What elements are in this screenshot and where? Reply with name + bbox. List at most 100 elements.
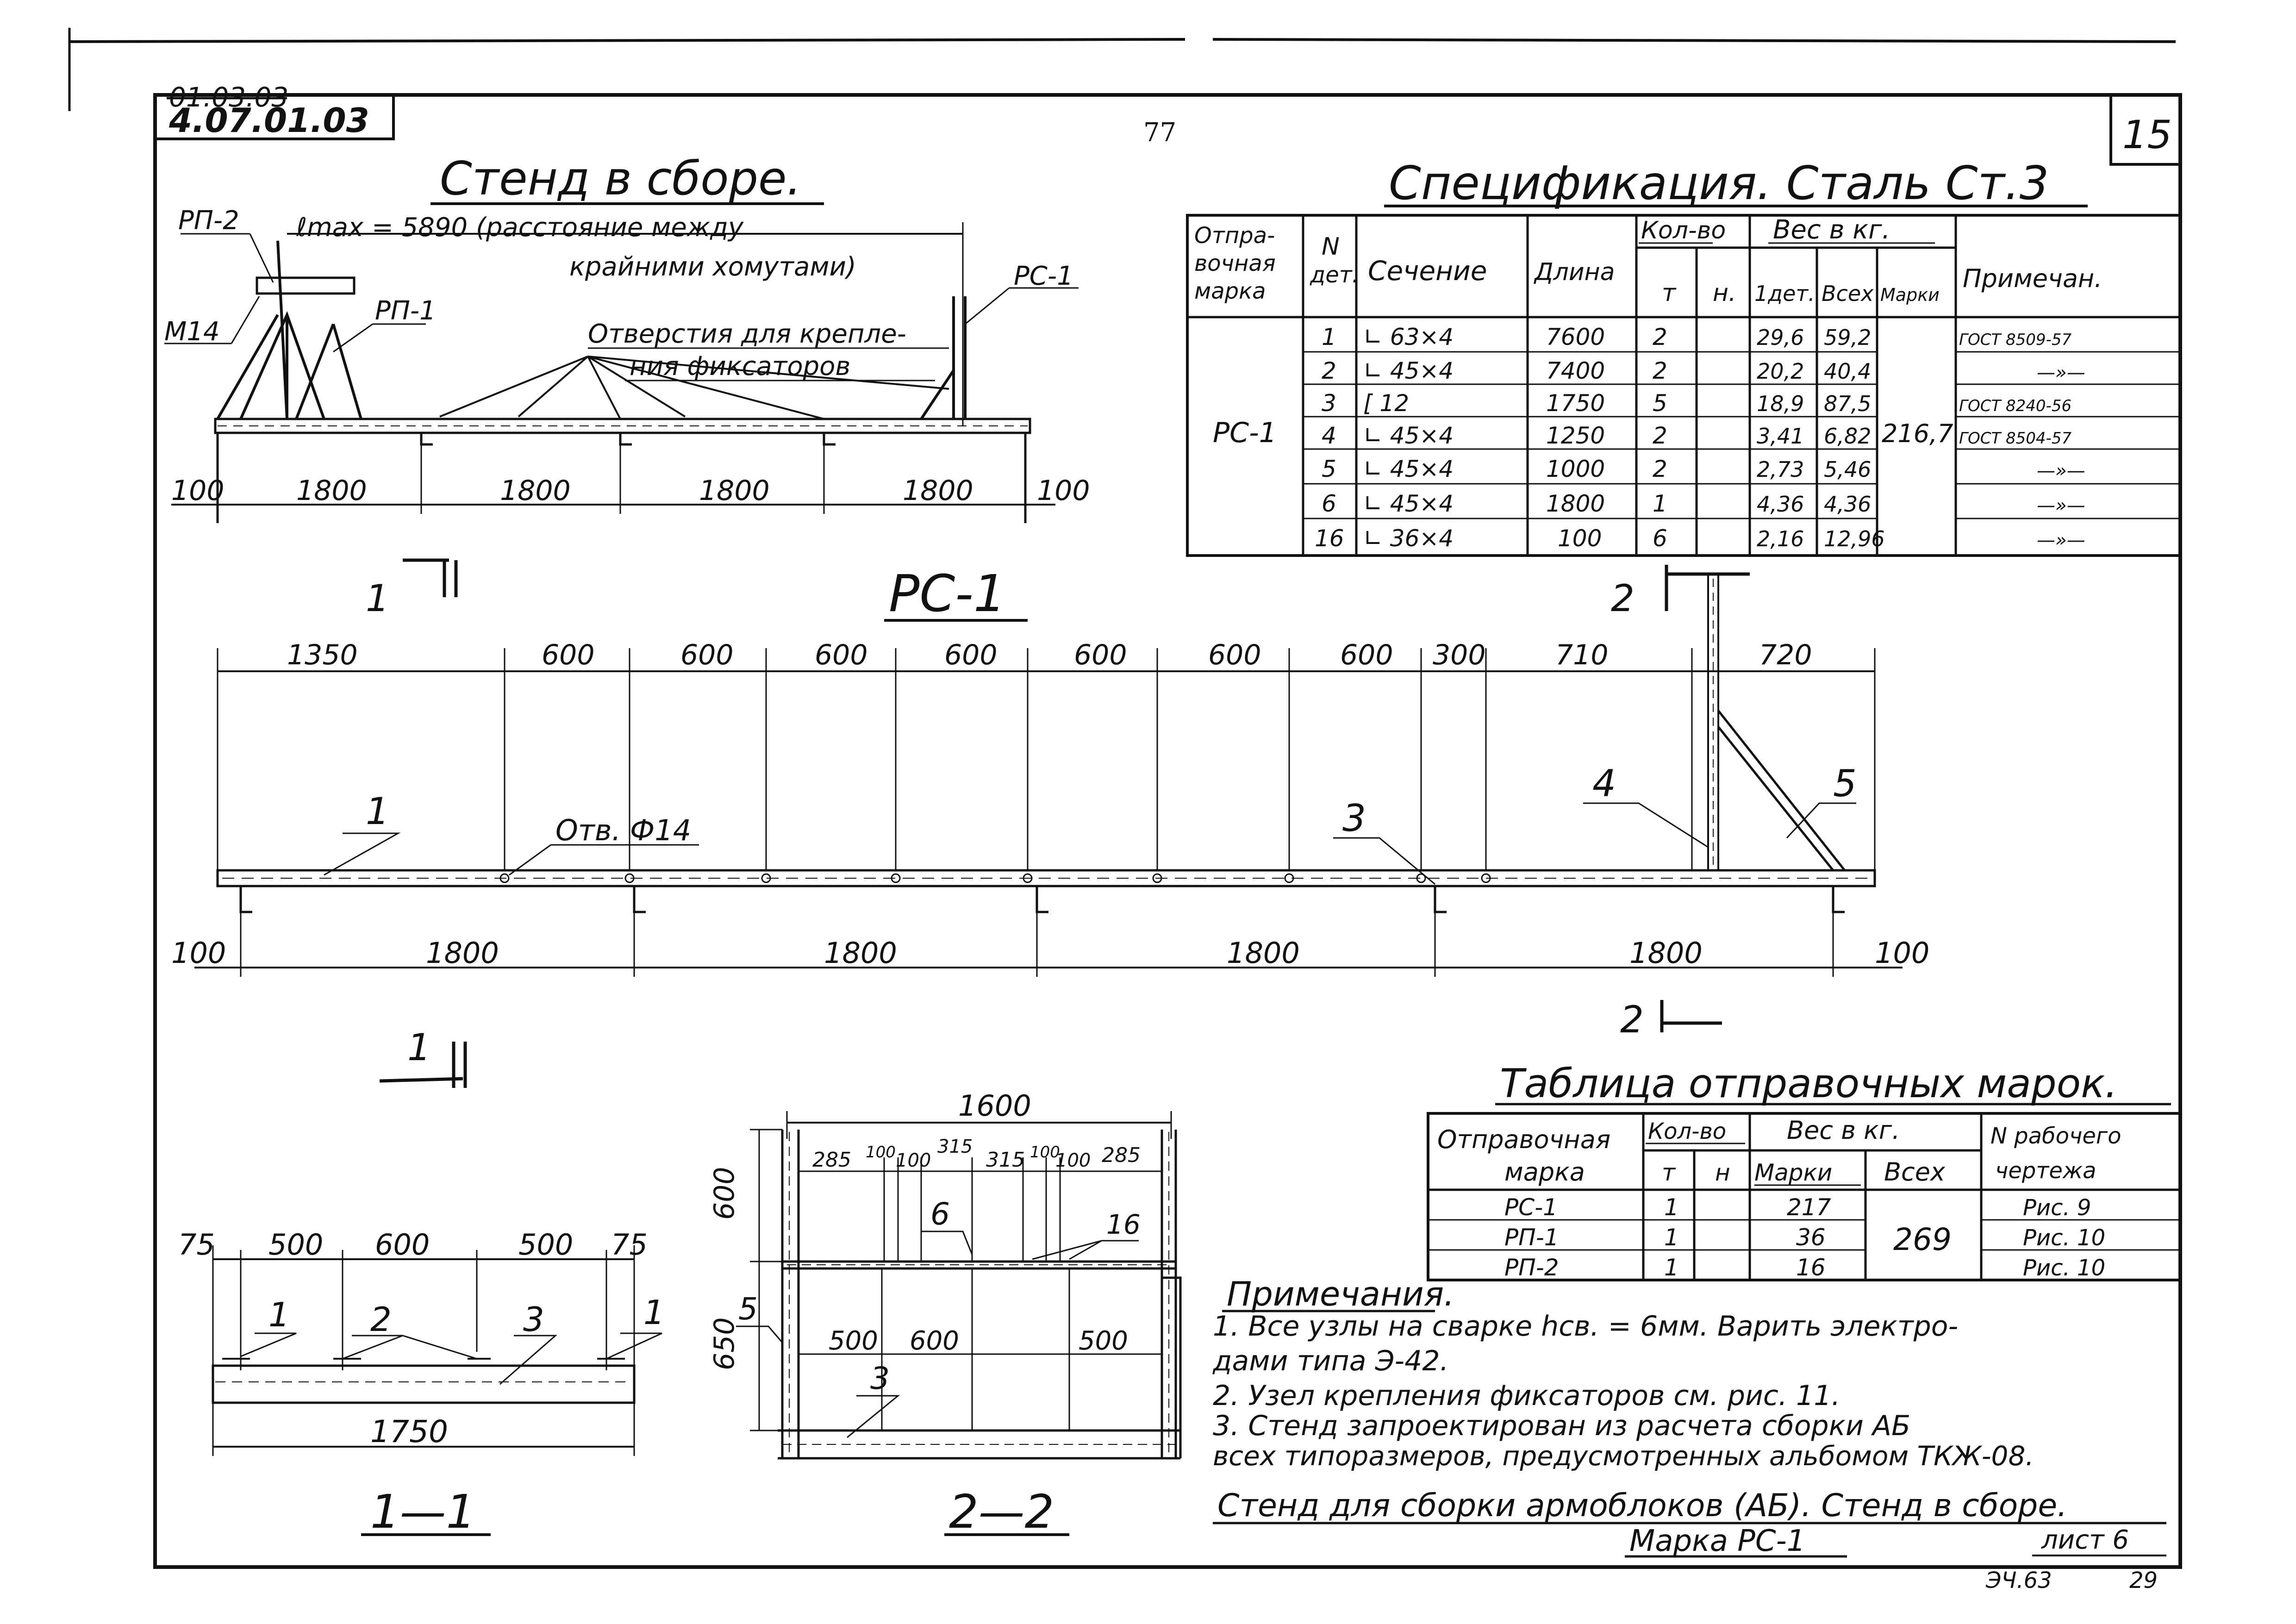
rs1-bottom-dim-2: 1800 (426, 936, 499, 970)
rs1-top-dim-2: 600 (542, 639, 595, 671)
spec-cell-wall: 4,36 (1824, 492, 1871, 517)
spec-row: 3 [ 12 1750 5 18,9 87,5 ГОСТ 8240-56 (1322, 390, 2071, 417)
sheet-number-box: 15 (2109, 94, 2182, 166)
marks-table: Таблица отправочных марок. Отправочная м… (1427, 1061, 2182, 1281)
rs1-view: РС-1 1 2 1350 600 600 600 600 600 600 60… (171, 558, 1929, 1088)
spec-cell-t: 2 (1653, 324, 1667, 350)
label-rp2: РП-2 (178, 206, 239, 236)
spec-h-det-1: N (1322, 233, 1340, 261)
marks-row: РС-1 1 217 Рис. 9 (1504, 1194, 2091, 1221)
spec-cell-section: ∟ 45×4 (1363, 422, 1454, 449)
marks-cell-w: 217 (1787, 1194, 1831, 1221)
s22-small-dim-6: 100 (1030, 1143, 1060, 1162)
marks-cell-t: 1 (1664, 1194, 1679, 1221)
s11-callout-3: 3 (523, 1300, 544, 1339)
rs1-top-dim-11: 720 (1759, 639, 1812, 671)
spec-row: 16 ∟ 36×4 100 6 2,16 12,96 —»— (1315, 525, 2085, 552)
spec-cell-note: —»— (2037, 460, 2085, 481)
rs1-bottom-dim-1: 100 (171, 936, 226, 970)
lmax-text-1: ℓmax = 5890 (расстояние между (296, 212, 744, 243)
spec-cell-note: ГОСТ 8509-57 (1959, 331, 2071, 349)
spec-h-length: Длина (1534, 258, 1615, 286)
rs1-top-dim-9: 300 (1433, 639, 1486, 671)
spec-cell-n: 6 (1322, 490, 1336, 517)
spec-cell-note: —»— (2037, 495, 2085, 516)
title-block: Стенд для сборки армоблоков (АБ). Стенд … (1213, 1487, 2166, 1593)
s11-callout-2: 2 (370, 1300, 392, 1339)
spec-h-mark-3: марка (1194, 278, 1266, 304)
spec-h-qty-t: т (1662, 279, 1677, 307)
s11-top-dim-1: 75 (178, 1228, 215, 1262)
s11-top-dim-4: 500 (518, 1228, 573, 1262)
s22-mid-dim-2: 600 (910, 1326, 959, 1356)
spec-cell-section: ∟ 36×4 (1363, 525, 1454, 552)
spec-cell-t: 6 (1653, 525, 1667, 552)
rs1-bottom-dim-5: 1800 (1629, 936, 1703, 970)
s22-small-dim-4: 315 (937, 1136, 973, 1157)
s11-callout-1b: 1 (643, 1293, 665, 1332)
spec-h-w-mark: Марки (1880, 285, 1940, 305)
spec-cell-t: 2 (1653, 357, 1667, 384)
spec-cell-wall: 59,2 (1824, 325, 1871, 350)
marks-h-drawing-1: N рабочего (1990, 1123, 2121, 1149)
spec-cell-n: 1 (1322, 324, 1336, 350)
spec-cell-length: 100 (1558, 525, 1602, 552)
spec-cell-w1: 2,16 (1757, 526, 1804, 551)
marks-total: 269 (1893, 1222, 1952, 1257)
spec-h-section: Сечение (1368, 255, 1487, 287)
spec-cell-note: ГОСТ 8504-57 (1959, 429, 2071, 448)
notes-line-3: 2. Узел крепления фиксаторов см. рис. 11… (1213, 1380, 1840, 1412)
s11-title: 1—1 (370, 1485, 475, 1539)
drawing-frame (153, 93, 2182, 1569)
rs1-bottom-dim-3: 1800 (824, 936, 897, 970)
assembly-title: Стенд в сборе. (440, 151, 801, 206)
rs1-callout-1: 1 (366, 790, 389, 833)
spec-title: Спецификация. Сталь Ст.3 (1389, 156, 2049, 210)
footer-code: ЭЧ.63 (1985, 1568, 2052, 1593)
spec-cell-note: —»— (2037, 362, 2085, 383)
marks-h-mark-1: Отправочная (1437, 1125, 1610, 1154)
lmax-text-2: крайними хомутами) (569, 252, 856, 282)
rs1-top-dim-7: 600 (1208, 639, 1261, 671)
spec-cell-length: 1000 (1546, 456, 1605, 482)
spec-cell-length: 7600 (1546, 324, 1605, 350)
spec-cell-w1: 4,36 (1757, 492, 1804, 517)
label-rs1: РС-1 (1014, 261, 1073, 291)
title-line-1: Стенд для сборки армоблоков (АБ). Стенд … (1217, 1487, 2067, 1524)
spec-cell-length: 1250 (1546, 422, 1605, 449)
spec-mark-weight: 216,7 (1882, 419, 1953, 448)
sheet-code-box: 01.03.03 4.07.01.03 (155, 81, 395, 140)
spec-cell-section: ∟ 45×4 (1363, 456, 1454, 482)
section-mark-1-bottom: 1 (407, 1026, 431, 1069)
spec-cell-t: 2 (1653, 422, 1667, 449)
spec-cell-note: —»— (2037, 530, 2085, 551)
rs1-title: РС-1 (889, 564, 1006, 623)
spec-cell-n: 5 (1322, 456, 1336, 482)
spec-cell-length: 7400 (1546, 357, 1605, 384)
section-mark-2-bottom: 2 (1620, 998, 1644, 1041)
label-rp1: РП-1 (375, 296, 436, 326)
s22-title: 2—2 (949, 1485, 1054, 1539)
spec-row: 5 ∟ 45×4 1000 2 2,73 5,46 —»— (1322, 456, 2085, 482)
spec-cell-n: 2 (1322, 357, 1336, 384)
rs1-top-dim-10: 710 (1555, 639, 1609, 671)
spec-cell-n: 16 (1315, 525, 1344, 552)
s22-callout-6: 6 (930, 1196, 950, 1232)
spec-h-mark-1: Отпра- (1194, 223, 1275, 249)
rs1-top-dim-3: 600 (680, 639, 734, 671)
marks-cell-t: 1 (1664, 1254, 1679, 1281)
spec-row: 4 ∟ 45×4 1250 2 3,41 6,82 ГОСТ 8504-57 (1322, 422, 2071, 449)
s11-top-dim-3: 600 (375, 1228, 430, 1262)
spec-cell-wall: 87,5 (1824, 391, 1871, 416)
marks-cell-t: 1 (1664, 1224, 1679, 1251)
specification: Спецификация. Сталь Ст.3 Отпра- вочная м… (1186, 156, 2182, 557)
s22-small-dim-5: 315 (986, 1148, 1025, 1172)
marks-cell-drawing: Рис. 10 (2023, 1255, 2105, 1281)
spec-row: 1 ∟ 63×4 7600 2 29,6 59,2 ГОСТ 8509-57 (1322, 324, 2071, 350)
spec-h-note: Примечан. (1963, 264, 2102, 293)
s11-top-dim-5: 75 (611, 1228, 648, 1262)
marks-h-weight: Вес в кг. (1787, 1116, 1900, 1145)
marks-h-mark-2: марка (1504, 1157, 1585, 1187)
spec-cell-w1: 3,41 (1757, 424, 1804, 449)
spec-h-weight: Вес в кг. (1773, 215, 1890, 245)
